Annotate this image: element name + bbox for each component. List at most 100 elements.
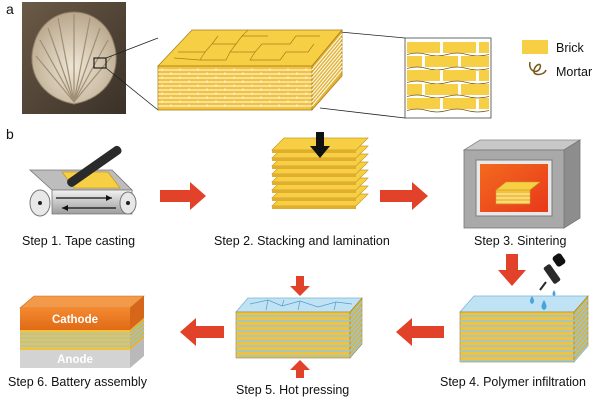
- mortar-line: [406, 52, 490, 57]
- polymer-layer: [349, 321, 363, 337]
- legend: Brick Mortar: [522, 40, 592, 79]
- brick: [461, 56, 489, 67]
- mortar-line: [406, 94, 490, 99]
- electrolyte-layer: [129, 329, 145, 343]
- brick: [479, 42, 489, 53]
- polymer-layer: [349, 311, 363, 327]
- mortar-line: [406, 80, 490, 85]
- layer-line: [311, 57, 343, 95]
- legend-brick-label: Brick: [556, 41, 585, 55]
- panel-label-b: b: [6, 126, 14, 142]
- brick: [443, 98, 476, 109]
- polymer-layer: [349, 301, 363, 317]
- layer-line: [311, 45, 343, 83]
- brick-block: [157, 28, 343, 112]
- polymer-layer: [573, 329, 589, 347]
- brick-mortar-zoom: [404, 37, 492, 119]
- dropper-icon: [539, 253, 566, 291]
- polymer-layer: [573, 299, 589, 317]
- mortar-line: [406, 108, 490, 113]
- step-4-label: Step 4. Polymer infiltration: [440, 375, 586, 389]
- sheet-edge: [272, 166, 356, 169]
- polymer-layer: [573, 304, 589, 322]
- arrow-step-5-6: [180, 318, 224, 346]
- layer-line: [311, 33, 343, 71]
- polymer-layer: [349, 336, 363, 352]
- polymer-infiltration-illustration: [459, 253, 589, 363]
- step-5-label: Step 5. Hot pressing: [236, 383, 349, 397]
- polymer-layer: [349, 341, 363, 357]
- polymer-layer: [573, 324, 589, 342]
- brick: [479, 70, 489, 81]
- stacking-illustration: [271, 132, 369, 209]
- legend-brick-swatch: [522, 40, 548, 54]
- brick: [479, 98, 489, 109]
- press-up-arrow: [290, 360, 310, 378]
- layer-line: [311, 65, 343, 103]
- polymer-layer: [349, 331, 363, 347]
- layer-line: [311, 53, 343, 91]
- step-3-label: Step 3. Sintering: [474, 234, 566, 248]
- anode-label: Anode: [57, 354, 93, 366]
- cathode-label: Cathode: [52, 314, 98, 326]
- brick-side-layers: [311, 33, 343, 107]
- battery-illustration: Cathode Anode: [19, 295, 145, 368]
- tape-casting-illustration: [28, 145, 137, 217]
- arrow-step-2-3: [380, 182, 428, 210]
- brick: [425, 56, 458, 67]
- sheet-edge: [272, 158, 356, 161]
- polymer-layer: [349, 306, 363, 322]
- brick: [443, 70, 476, 81]
- polymer-layer: [573, 319, 589, 337]
- brick: [407, 84, 422, 95]
- brick: [461, 84, 489, 95]
- polymer-layer: [573, 309, 589, 327]
- brick: [443, 42, 476, 53]
- sheet-edge: [272, 198, 356, 201]
- arrow-step-4-5: [396, 318, 444, 346]
- layer-line: [311, 37, 343, 75]
- legend-mortar-label: Mortar: [556, 65, 592, 79]
- mortar-line: [406, 66, 490, 71]
- shell-photo: [22, 2, 126, 114]
- arrow-step-3-4: [498, 254, 526, 286]
- anode-layer: [20, 350, 130, 368]
- step-1-label: Step 1. Tape casting: [22, 234, 135, 248]
- sheet-edge: [272, 150, 356, 153]
- polymer-layer: [573, 339, 589, 357]
- layer-line: [311, 61, 343, 99]
- step-6-label: Step 6. Battery assembly: [8, 375, 148, 389]
- panel-label-a: a: [6, 1, 14, 17]
- polymer-layer: [349, 316, 363, 332]
- press-down-arrow: [290, 276, 310, 296]
- layer-line: [311, 41, 343, 79]
- polymer-layer: [573, 344, 589, 362]
- brick: [407, 70, 440, 81]
- sheet-edge: [272, 190, 356, 193]
- mortar-icon: [529, 61, 547, 76]
- sheet-edge: [272, 174, 356, 177]
- zoom-line: [105, 37, 159, 59]
- polymer-layer: [573, 334, 589, 352]
- arrow-step-1-2: [160, 182, 206, 210]
- zoom-line: [105, 67, 159, 111]
- step-2-label: Step 2. Stacking and lamination: [214, 234, 390, 248]
- electrolyte-layer: [129, 321, 145, 335]
- electrolyte-layer: [129, 333, 145, 347]
- brick: [407, 42, 440, 53]
- zoom-line: [339, 31, 406, 39]
- brick: [407, 98, 440, 109]
- polymer-layer: [349, 326, 363, 342]
- hot-pressing-illustration: [235, 276, 363, 378]
- layer-line: [311, 69, 343, 107]
- roller-icon: [67, 145, 122, 187]
- brick: [407, 56, 422, 67]
- brick: [425, 84, 458, 95]
- layer-line: [311, 49, 343, 87]
- press-arrow-icon: [310, 146, 330, 158]
- sheet-edge: [272, 206, 356, 209]
- electrolyte-layer: [129, 325, 145, 339]
- zoom-line: [319, 107, 406, 119]
- furnace-icon: [462, 139, 582, 229]
